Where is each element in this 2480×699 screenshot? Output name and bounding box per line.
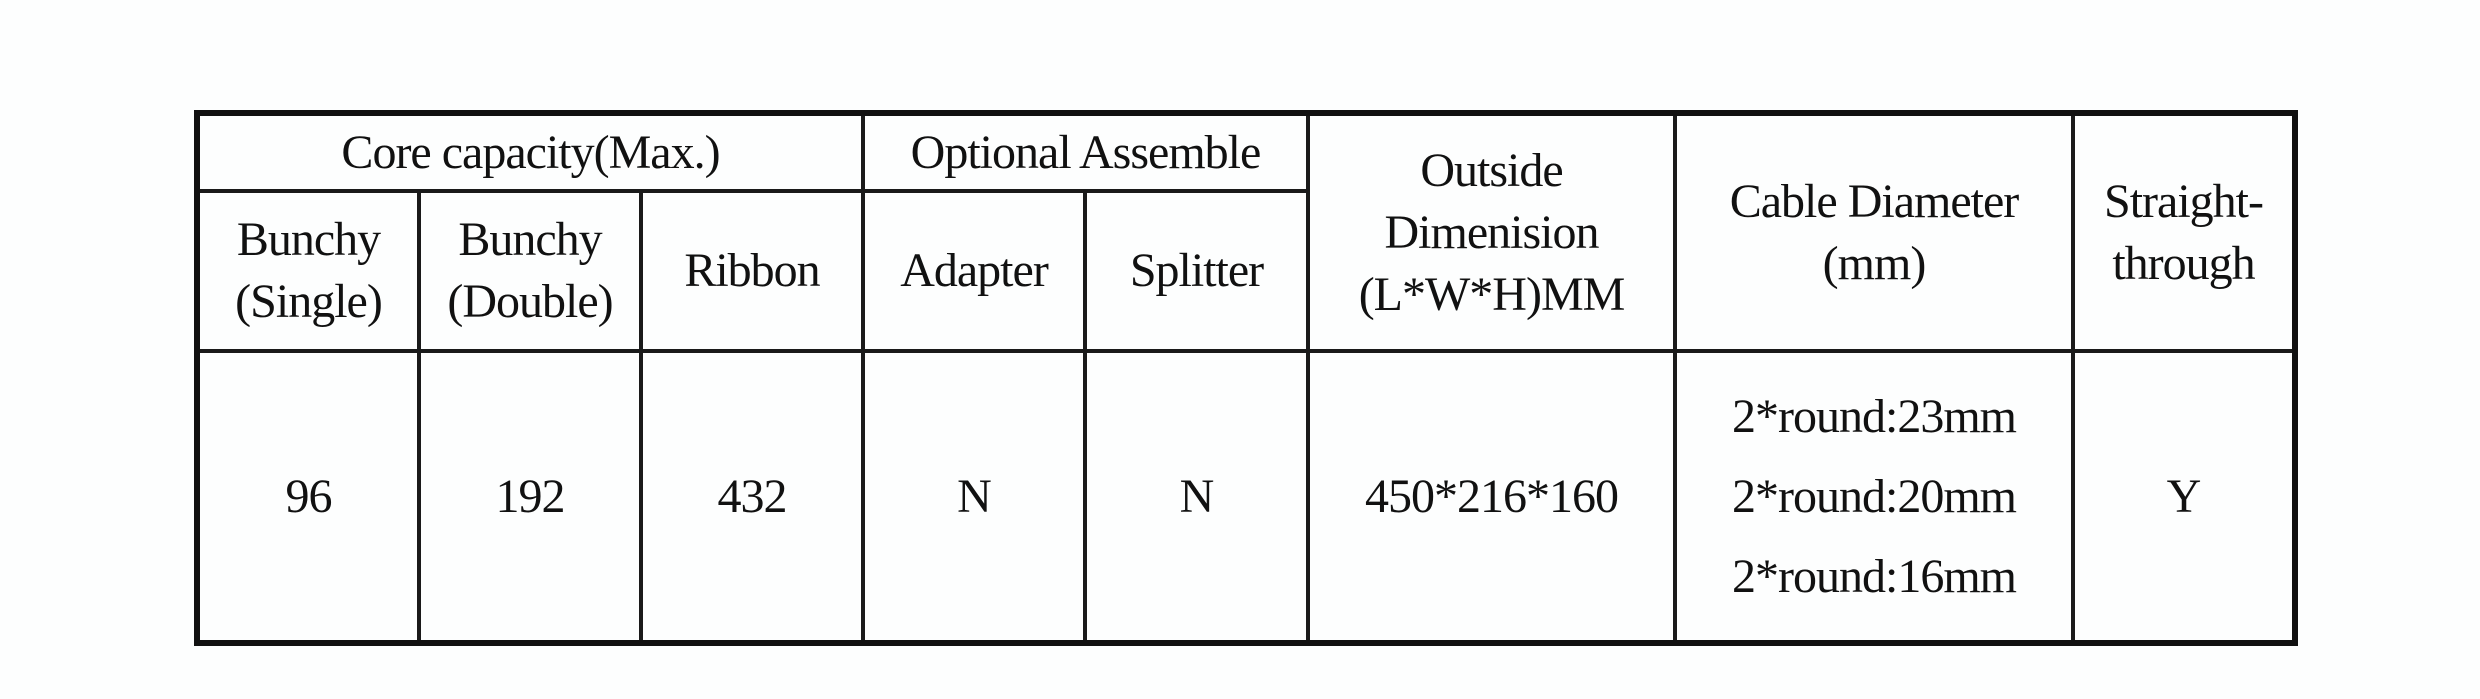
header-core-capacity: Core capacity(Max.) — [195, 111, 865, 193]
header-row-sub: Bunchy (Single) Bunchy (Double) Ribbon A… — [195, 189, 2295, 353]
header-line: Straight- — [2104, 174, 2264, 228]
header-line: (mm) — [1822, 236, 1927, 290]
header-adapter: Adapter — [861, 189, 1087, 353]
cell-adapter: N — [861, 349, 1087, 645]
header-line: Bunchy — [458, 213, 602, 266]
header-line: Cable Diameter — [1729, 174, 2020, 228]
header-outside-dimension: Outside Dimenision (L*W*H)MM — [1306, 111, 1677, 353]
cable-diameter-line: 2*round:20mm — [1732, 469, 2017, 523]
cell-bunchy-single: 96 — [195, 349, 421, 645]
header-row-group: Core capacity(Max.) Optional Assemble Ou… — [195, 111, 2297, 353]
header-cable-diameter: Cable Diameter (mm) — [1673, 111, 2075, 353]
cell-straight-through: Y — [2071, 349, 2297, 645]
header-bunchy-single: Bunchy (Single) — [195, 189, 421, 353]
cell-splitter: N — [1083, 349, 1310, 645]
header-bunchy-double: Bunchy (Double) — [417, 189, 643, 353]
header-line: (Double) — [447, 275, 613, 328]
table-row: 96 192 432 N N 450*216*160 2*round:23mm … — [195, 349, 2297, 645]
header-line: (Single) — [235, 275, 383, 328]
header-line: Outside — [1420, 143, 1563, 197]
cable-diameter-line: 2*round:16mm — [1732, 549, 2017, 603]
header-line: Dimenision — [1384, 205, 1600, 259]
cell-outside-dimension: 450*216*160 — [1306, 349, 1677, 645]
header-line: (L*W*H)MM — [1358, 267, 1626, 321]
cell-cable-diameter: 2*round:23mm 2*round:20mm 2*round:16mm — [1673, 349, 2075, 645]
cell-ribbon: 432 — [639, 349, 865, 645]
header-line: Bunchy — [236, 213, 381, 266]
header-ribbon: Ribbon — [639, 189, 865, 353]
spec-table: Core capacity(Max.) Optional Assemble Ou… — [194, 110, 2298, 646]
cable-diameter-line: 2*round:23mm — [1732, 389, 2017, 443]
header-line: through — [2112, 236, 2255, 290]
header-splitter: Splitter — [1083, 189, 1310, 353]
header-optional-assemble: Optional Assemble — [861, 111, 1310, 193]
cell-bunchy-double: 192 — [417, 349, 643, 645]
header-straight-through: Straight- through — [2071, 111, 2297, 353]
